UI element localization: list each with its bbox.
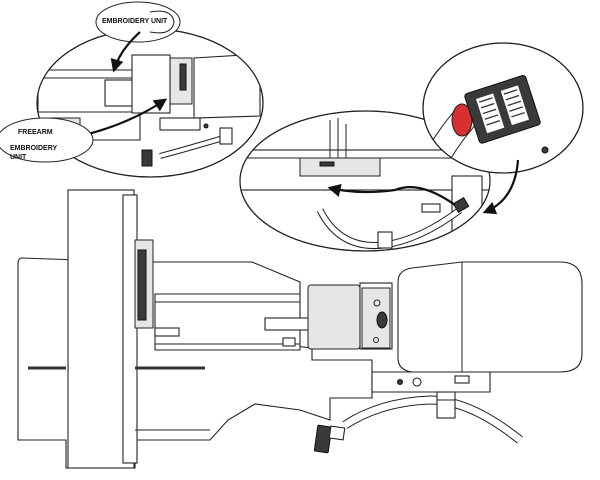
cable-clip bbox=[436, 391, 456, 419]
label-embroidery-unit-top: EMBROIDERY UNIT bbox=[102, 18, 168, 25]
label-embroidery-unit-line1: EMBROIDERY bbox=[10, 145, 58, 152]
machine-head bbox=[397, 261, 583, 373]
hoop-frame-inner bbox=[122, 194, 138, 464]
detail-bubble-connector bbox=[422, 42, 584, 215]
machine-lower-body bbox=[371, 371, 491, 393]
connector-plug bbox=[464, 74, 541, 144]
main-machine-illustration bbox=[17, 189, 583, 469]
freearm-inset: FREEARM EMBROIDERY UNIT bbox=[0, 117, 94, 163]
arm-connector-block bbox=[264, 317, 312, 331]
machine-side-panel bbox=[307, 284, 361, 350]
cable-plug bbox=[313, 424, 346, 454]
detail-bubble-middle bbox=[239, 110, 491, 252]
label-embroidery-unit-line2: UNIT bbox=[10, 154, 27, 161]
label-freearm: FREEARM bbox=[18, 129, 53, 136]
embroidery-unit-inset: EMBROIDERY UNIT bbox=[95, 1, 181, 43]
detail-bubble-left: EMBROIDERY UNIT FREEARM EMBROIDERY UNIT bbox=[0, 1, 264, 178]
